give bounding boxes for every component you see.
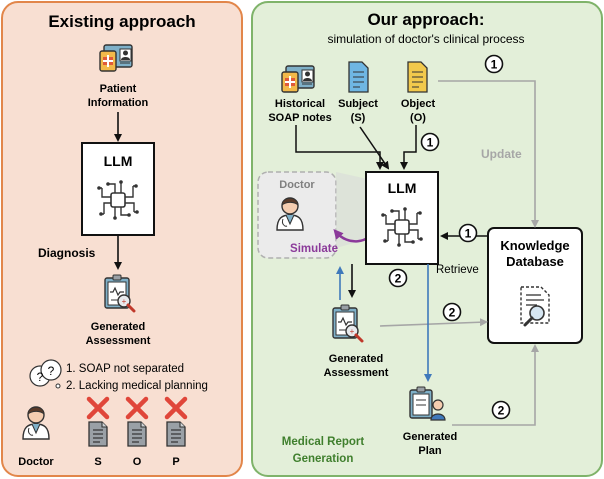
left-assessment-line1: Generated [91, 321, 145, 333]
right-assessment-line1: Generated [329, 353, 383, 365]
plan-to-kb-arrow [452, 344, 539, 426]
medical-report-line2: Generation [293, 453, 354, 465]
subject-line1: Subject [338, 98, 378, 110]
kb-search-icon [519, 285, 551, 327]
object-line1: Object [401, 98, 436, 110]
left-llm-label: LLM [104, 153, 133, 169]
right-assessment-icon [331, 303, 364, 343]
svg-text:?: ? [37, 370, 44, 384]
right-doctor-label: Doctor [279, 179, 315, 191]
right-assessment-line2: Assessment [324, 367, 389, 379]
svg-text:2: 2 [395, 272, 402, 286]
soap-letter-s: S [94, 456, 101, 468]
patient-label-line2: Information [88, 97, 149, 109]
historical-line2: SOAP notes [268, 112, 331, 124]
subject-doc-icon [348, 61, 369, 93]
doc-p-icon [166, 421, 186, 447]
plan-icon [409, 386, 446, 421]
subject-to-llm-arrow [359, 126, 390, 170]
right-subtitle: simulation of doctor's clinical process [327, 32, 524, 46]
step-marker-assessment: 2 [442, 302, 462, 322]
historical-to-llm-arrow [295, 125, 384, 170]
question-bubbles-icon: ? ? [29, 359, 62, 389]
kb-line1: Knowledge [500, 238, 569, 253]
simulate-label: Simulate [290, 243, 338, 255]
assessment-to-kb-arrow [379, 318, 488, 327]
kb-line2: Database [506, 254, 564, 269]
plan-line1: Generated [403, 431, 457, 443]
object-doc-icon [407, 61, 428, 93]
svg-text:2: 2 [498, 404, 505, 418]
simulation-projection [336, 172, 372, 248]
patient-label-line1: Patient [100, 83, 137, 95]
step-marker-llm: 2 [388, 268, 408, 288]
svg-text:2: 2 [449, 306, 456, 320]
patient-card-icon [99, 44, 133, 72]
right-llm-box [365, 171, 439, 265]
medical-report-line1: Medical Report [282, 436, 365, 448]
problem-2: 2. Lacking medical planning [66, 380, 208, 392]
soap-letter-o: O [133, 456, 142, 468]
problem-1: 1. SOAP not separated [66, 363, 184, 375]
step-marker-object: 1 [420, 132, 440, 152]
historical-line1: Historical [275, 98, 325, 110]
doc-o-icon [127, 421, 147, 447]
step-marker-plan: 2 [491, 400, 511, 420]
diagnosis-label: Diagnosis [38, 246, 96, 260]
subject-line2: (S) [351, 112, 366, 124]
left-assessment-line2: Assessment [86, 335, 151, 347]
right-llm-label: LLM [388, 180, 417, 196]
svg-text:?: ? [48, 364, 55, 378]
historical-notes-icon [281, 65, 315, 93]
step-marker-retrieve: 1 [458, 223, 478, 243]
knowledge-database-box [487, 227, 583, 344]
existing-approach-panel [1, 1, 243, 477]
svg-text:1: 1 [491, 58, 498, 72]
update-arrow [438, 80, 539, 228]
svg-text:1: 1 [427, 136, 434, 150]
object-line2: (O) [410, 112, 426, 124]
object-to-llm-arrow [400, 125, 417, 170]
doc-s-icon [88, 421, 108, 447]
right-title: Our approach: [367, 10, 484, 29]
update-label: Update [481, 147, 522, 161]
svg-text:1: 1 [465, 227, 472, 241]
retrieve-label: Retrieve [436, 264, 479, 276]
step-marker-update: 1 [484, 54, 504, 74]
plan-line2: Plan [418, 445, 442, 457]
left-title: Existing approach [48, 12, 195, 31]
left-assessment-icon [103, 273, 136, 313]
left-doctor-label: Doctor [18, 456, 54, 468]
soap-letter-p: P [172, 456, 179, 468]
